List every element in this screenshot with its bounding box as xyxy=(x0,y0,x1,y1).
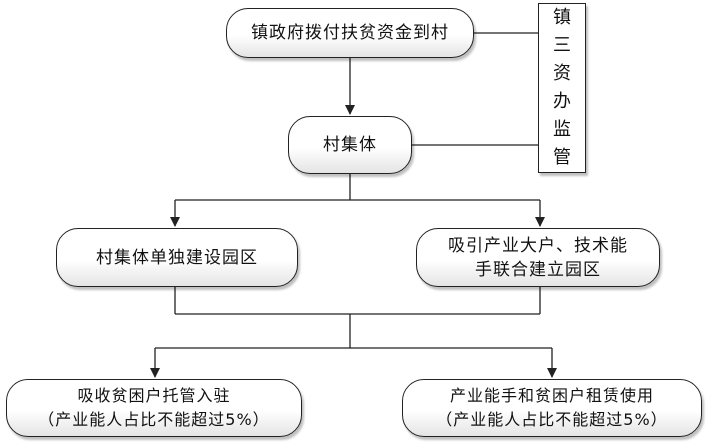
node-village-collective-label: 村集体 xyxy=(323,135,377,155)
node-collective-builds-park-label: 村集体单独建设园区 xyxy=(96,247,258,268)
node-absorb-poor-households-line2: （产业能人占比不能超过5%） xyxy=(38,410,270,429)
supervision-char: 监 xyxy=(553,119,571,140)
node-town-funding: 镇政府拨付扶贫资金到村 xyxy=(226,8,474,58)
node-village-collective: 村集体 xyxy=(288,116,412,174)
town-three-funds-supervision-box: 镇 三 资 办 监 管 xyxy=(538,3,586,173)
node-attract-partners-line1: 吸引产业大户、技术能 xyxy=(448,235,628,256)
node-collective-builds-park: 村集体单独建设园区 xyxy=(56,228,298,287)
supervision-char: 镇 xyxy=(553,7,571,28)
supervision-char: 三 xyxy=(553,35,571,56)
node-lease-usage-line2: （产业能人占比不能超过5%） xyxy=(436,410,668,429)
node-attract-partners-line2: 手联合建立园区 xyxy=(475,259,601,280)
node-absorb-poor-households-line1: 吸收贫困户托管入驻 xyxy=(77,386,231,405)
node-lease-usage: 产业能手和贫困户租赁使用 （产业能人占比不能超过5%） xyxy=(402,379,702,437)
supervision-char: 管 xyxy=(553,147,571,168)
node-town-funding-label: 镇政府拨付扶贫资金到村 xyxy=(251,23,449,43)
supervision-char: 办 xyxy=(553,91,571,112)
supervision-char: 资 xyxy=(553,63,571,84)
node-lease-usage-line1: 产业能手和贫困户租赁使用 xyxy=(449,386,654,405)
node-absorb-poor-households: 吸收贫困户托管入驻 （产业能人占比不能超过5%） xyxy=(6,379,302,437)
node-attract-partners: 吸引产业大户、技术能 手联合建立园区 xyxy=(416,228,660,287)
